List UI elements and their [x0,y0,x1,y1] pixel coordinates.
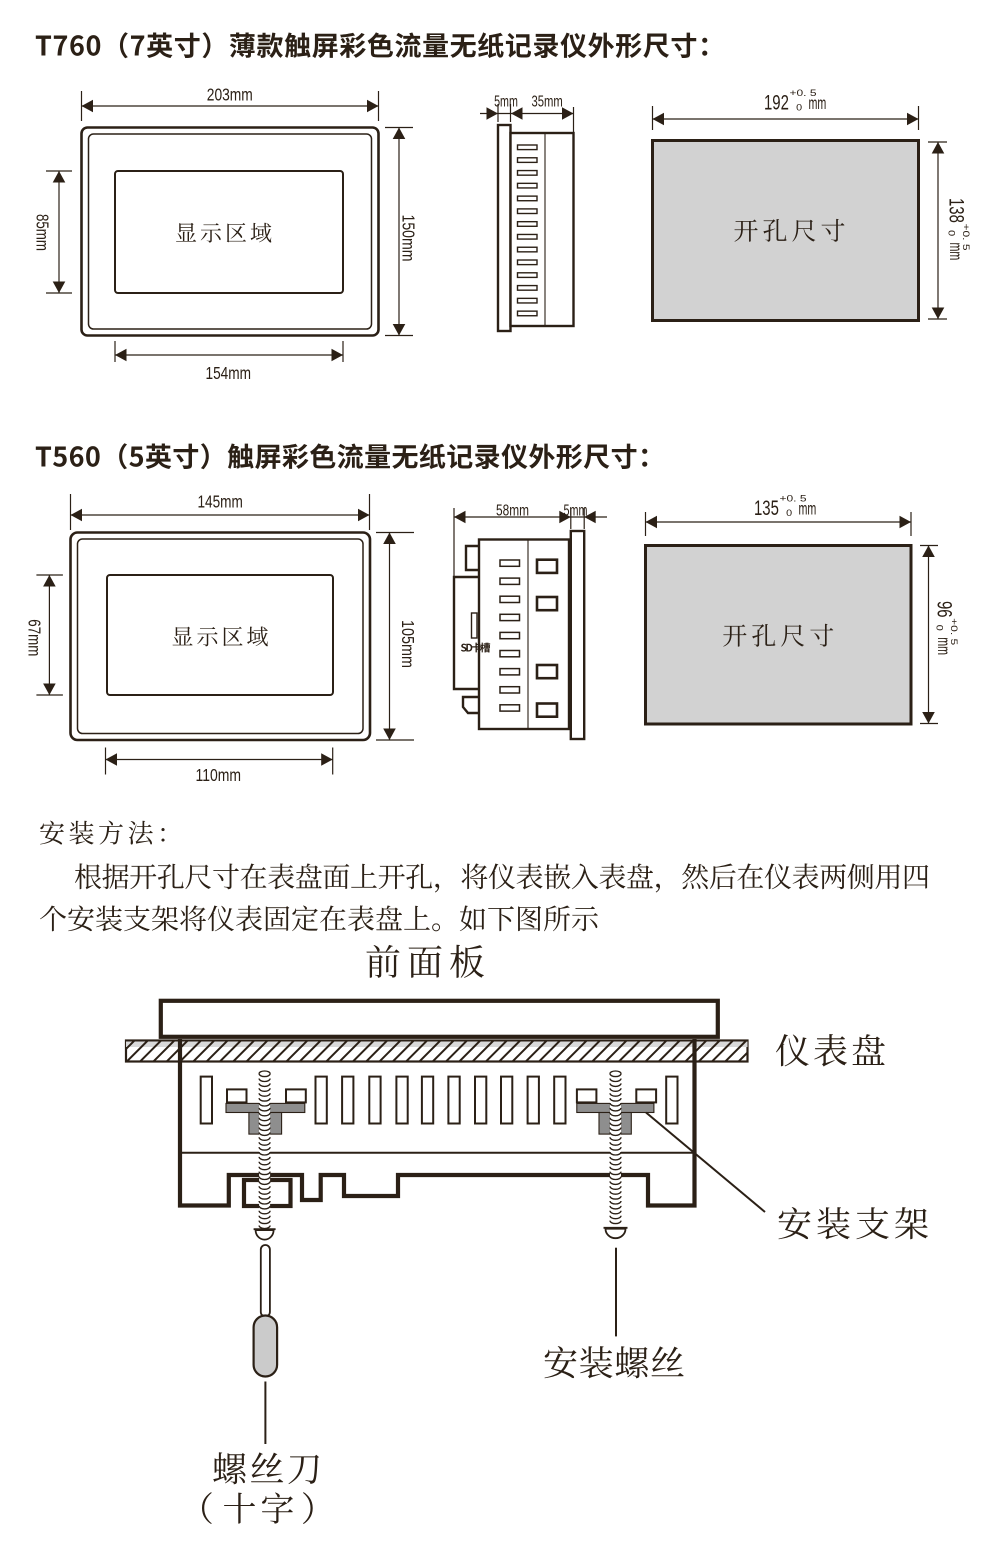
svg-text:mm: mm [946,243,966,261]
svg-text:+0. 5: +0. 5 [948,618,959,645]
svg-text:85mm: 85mm [33,214,53,251]
svg-text:0: 0 [946,230,957,236]
svg-text:mm: mm [799,499,817,519]
svg-text:+0. 5: +0. 5 [780,494,807,505]
svg-text:mm: mm [934,637,954,655]
svg-text:192: 192 [764,92,789,115]
svg-text:138: 138 [945,198,968,223]
svg-text:0: 0 [786,508,792,519]
svg-text:5mm: 5mm [494,94,518,111]
svg-text:145mm: 145mm [198,492,243,512]
svg-text:0: 0 [934,625,945,631]
svg-text:+0. 5: +0. 5 [790,88,817,99]
svg-text:110mm: 110mm [196,765,242,785]
svg-text:58mm: 58mm [496,503,529,520]
svg-text:0: 0 [796,102,802,113]
svg-text:203mm: 203mm [207,84,253,104]
svg-text:105mm: 105mm [398,620,418,668]
svg-text:154mm: 154mm [206,363,252,383]
svg-text:35mm: 35mm [532,94,563,111]
svg-text:150mm: 150mm [399,215,419,262]
svg-text:+0. 5: +0. 5 [960,224,971,251]
svg-text:5mm: 5mm [564,503,588,520]
svg-text:67mm: 67mm [25,619,45,656]
svg-text:96: 96 [933,601,956,618]
svg-text:135: 135 [754,497,779,520]
svg-text:mm: mm [809,93,827,113]
